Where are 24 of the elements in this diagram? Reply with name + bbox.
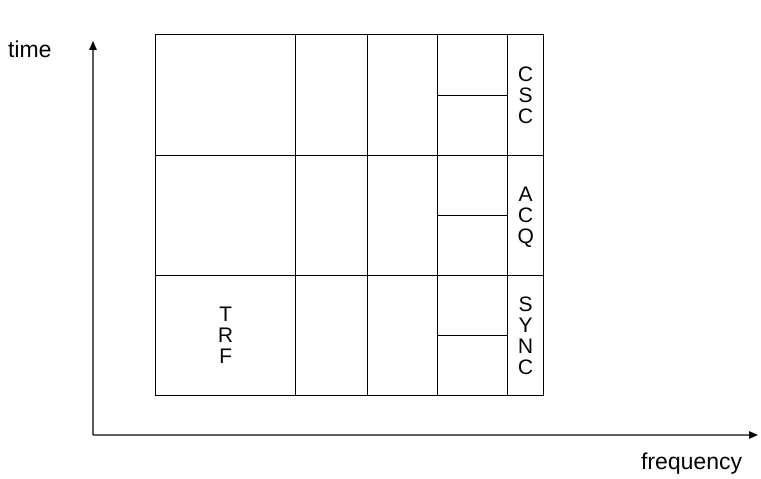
vertical-label: TRF [218, 304, 234, 367]
grid-cell [295, 275, 367, 396]
axis-label: time [8, 36, 52, 63]
grid-cell [507, 275, 544, 396]
grid-cell [437, 215, 507, 275]
grid-cell [437, 335, 507, 396]
grid-cell [367, 275, 437, 396]
grid-cell [295, 155, 367, 275]
grid-cell [437, 34, 507, 95]
grid-cell [367, 34, 437, 155]
vertical-label: SYNC [518, 294, 534, 378]
grid-cell [507, 155, 544, 275]
grid-cell [295, 34, 367, 155]
axis-label: frequency [641, 448, 742, 475]
vertical-label: CSC [518, 64, 534, 126]
grid-cell [437, 95, 507, 155]
grid-cell [437, 155, 507, 215]
grid-cell [155, 155, 295, 275]
grid-cell [437, 275, 507, 335]
vertical-label: ACQ [518, 184, 534, 247]
grid-cell [155, 275, 295, 396]
grid-cell [507, 34, 544, 155]
grid-cell [155, 34, 295, 155]
grid-cell [367, 155, 437, 275]
